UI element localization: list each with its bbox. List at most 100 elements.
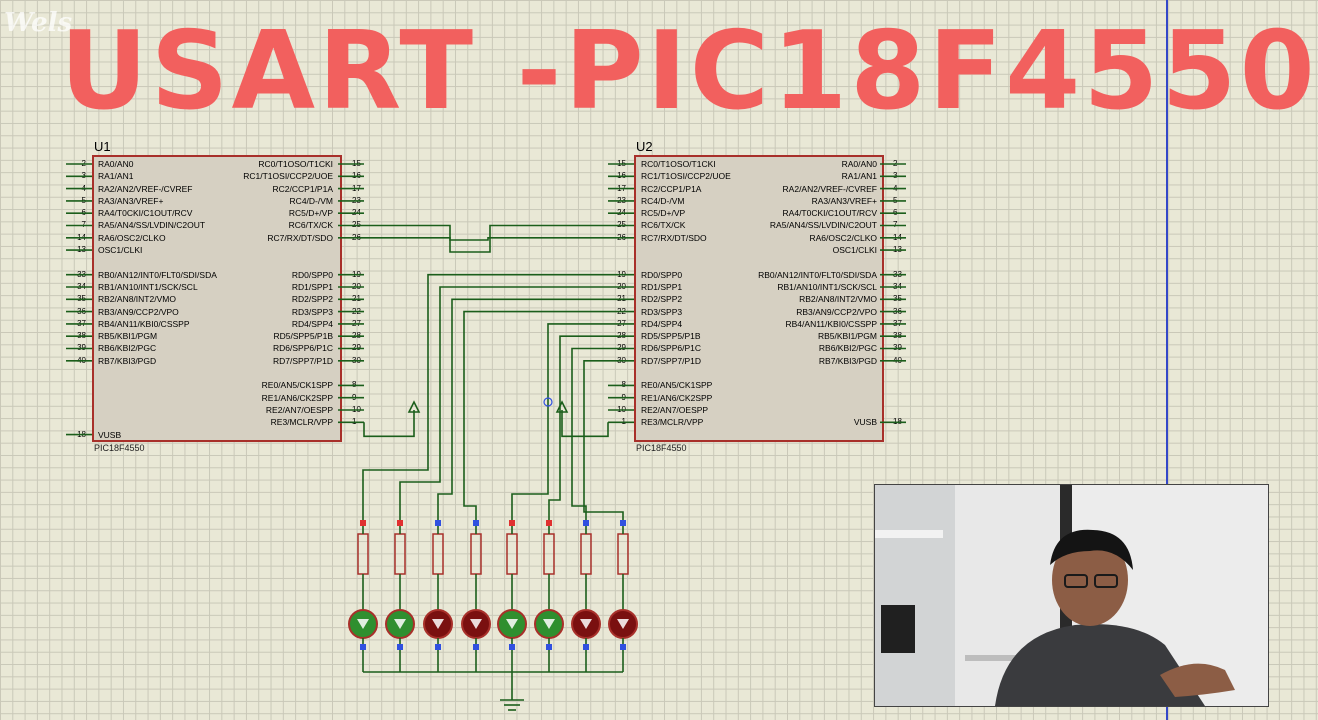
led-symbol (394, 619, 406, 629)
pin-label: RC0/T1OSO/T1CKI (258, 159, 333, 169)
pin-state (620, 520, 626, 526)
pin-label: RB2/AN8/INT2/VMO (98, 294, 176, 305)
pin-state (360, 520, 366, 526)
pin-label: RD3/SPP3 (291, 306, 333, 317)
pin-label: RA3/AN3/VREF+ (811, 195, 877, 206)
pin-label: RC1/T1OSI/CCP2/UOE (243, 171, 333, 182)
pin-state (397, 644, 403, 650)
pin-state (620, 644, 626, 650)
pin-label: RB3/AN9/CCP2/VPO (98, 306, 179, 317)
resistor (357, 533, 369, 575)
pin-state (509, 644, 515, 650)
led-symbol (580, 619, 592, 629)
resistor (543, 533, 555, 575)
pin-label: RD4/SPP4 (291, 318, 333, 329)
resistor (470, 533, 482, 575)
pin-state (509, 520, 515, 526)
led-wire (463, 310, 608, 528)
pin-label: RB5/KBI1/PGM (817, 331, 877, 342)
guide-line (1166, 0, 1168, 720)
pin-label: RA2/AN2/VREF-/CVREF (782, 183, 877, 194)
pin-label: RA1/AN1 (841, 171, 877, 182)
pin-label: RC0/T1OSO/T1CKI (641, 159, 716, 169)
led-symbol (470, 619, 482, 629)
u1-ref: U1 (94, 139, 111, 154)
pin-label: RA6/OSC2/CLKO (809, 232, 877, 243)
pin-label: RC6/TX/CK (641, 220, 686, 231)
u2-part: PIC18F4550 (636, 443, 687, 453)
pin-label: RD5/SPP5/P1B (641, 331, 701, 342)
resistor (432, 533, 444, 575)
pin-label: RC1/T1OSI/CCP2/UOE (641, 171, 731, 182)
led-wire (362, 273, 608, 528)
pin-label: RC6/TX/CK (288, 220, 333, 231)
pin-label: RB4/AN11/KBI0/CSSPP (98, 318, 190, 329)
pin-label: RA1/AN1 (98, 171, 134, 182)
pin-label: RA5/AN4/SS/LVDIN/C2OUT (769, 220, 877, 231)
probe-marker (543, 397, 553, 407)
pin-label: RA0/AN0 (98, 159, 134, 169)
pin-label: RB6/KBI2/PGC (98, 343, 157, 354)
pin-label: RC5/D+/VP (641, 208, 686, 219)
pin-label: RD1/SPP1 (641, 281, 683, 292)
pin-label: RA3/AN3/VREF+ (98, 195, 164, 206)
pin-state (360, 644, 366, 650)
pin-label: RA4/T0CKI/C1OUT/RCV (98, 208, 193, 219)
pin-label: RA0/AN0 (841, 159, 877, 169)
pin-label: RD5/SPP5/P1B (273, 331, 333, 342)
pin-label: RE2/AN7/OESPP (265, 404, 333, 415)
pin-label: RA6/OSC2/CLKO (98, 232, 166, 243)
pin-label: RC7/RX/DT/SDO (267, 232, 333, 243)
led-symbol (543, 619, 555, 629)
pin-label: OSC1/CLKI (98, 245, 143, 256)
pin-label: RB7/KBI3/PGD (98, 355, 157, 366)
pin-state (546, 644, 552, 650)
pin-label: RB1/AN10/INT1/SCK/SCL (777, 281, 877, 292)
pin-label: RD2/SPP2 (291, 294, 333, 305)
pin-label: RD6/SPP6/P1C (273, 343, 333, 354)
pin-label: RE3/MCLR/VPP (641, 417, 704, 428)
pin-label: RD3/SPP3 (641, 306, 683, 317)
resistor (394, 533, 406, 575)
resistor (617, 533, 629, 575)
pin-label: RD2/SPP2 (641, 294, 683, 305)
pin-label: RD0/SPP0 (291, 269, 333, 280)
pin-label: RD7/SPP7/P1D (273, 355, 333, 366)
schematic-wires (66, 163, 906, 711)
resistor (506, 533, 518, 575)
chip-u2[interactable] (634, 155, 884, 442)
led-symbol (617, 619, 629, 629)
resistor (580, 533, 592, 575)
pin-label: RE2/AN7/OESPP (641, 404, 709, 415)
u2-ref: U2 (636, 139, 653, 154)
mclr-wire (561, 410, 609, 438)
pin-label: RD1/SPP1 (291, 281, 333, 292)
pin-label: RC5/D+/VP (288, 208, 333, 219)
pin-label: RC7/RX/DT/SDO (641, 232, 707, 243)
pin-state (435, 644, 441, 650)
led-symbol (357, 619, 369, 629)
pin-state (583, 520, 589, 526)
pin-label: RD0/SPP0 (641, 269, 683, 280)
power-arrow (407, 400, 421, 413)
led-symbol (432, 619, 444, 629)
pin-label: RA4/T0CKI/C1OUT/RCV (782, 208, 877, 219)
pin-state (583, 644, 589, 650)
pin-label: RB3/AN9/CCP2/VPO (796, 306, 877, 317)
webcam-overlay (874, 484, 1269, 707)
pin-label: RB1/AN10/INT1/SCK/SCL (98, 281, 198, 292)
led-wire (437, 298, 608, 528)
chip-u1[interactable] (92, 155, 342, 442)
pin-state (473, 520, 479, 526)
pin-label: VUSB (98, 429, 122, 440)
pin-label: RD6/SPP6/P1C (641, 343, 701, 354)
pin-label: RE1/AN6/CK2SPP (261, 392, 333, 403)
pin-label: RC2/CCP1/P1A (641, 183, 702, 194)
pin-label: RB0/AN12/INT0/FLT0/SDI/SDA (98, 269, 217, 280)
led-wire (548, 335, 608, 528)
pin-label: VUSB (853, 417, 877, 428)
